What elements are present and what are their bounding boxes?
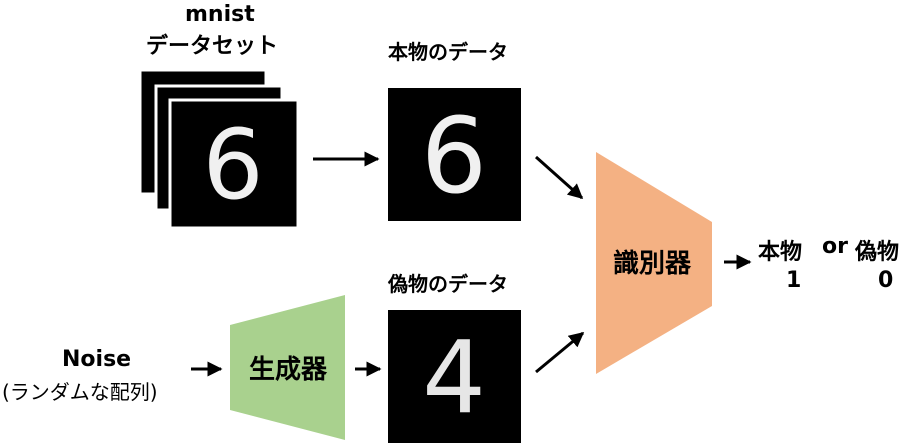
fake-data-image: 4 xyxy=(388,310,521,443)
real-digit: 6 xyxy=(421,95,487,217)
generator-label: 生成器 xyxy=(249,355,328,385)
real-data-image: 6 xyxy=(388,88,521,221)
noise-subtitle: (ランダムな配列) xyxy=(2,380,158,404)
output-or-label: or xyxy=(822,234,848,259)
output-real-label: 本物 xyxy=(758,240,803,265)
real-data-label: 本物のデータ xyxy=(388,40,508,64)
dataset-title-line1: mnist xyxy=(185,2,255,27)
output-real-value: 1 xyxy=(786,268,802,293)
noise-label: Noise xyxy=(62,347,132,372)
discriminator-shape xyxy=(596,152,712,374)
dataset-digit: 6 xyxy=(202,109,263,221)
generator-shape xyxy=(230,295,345,440)
discriminator-label: 識別器 xyxy=(613,249,692,279)
dataset-stack: 6 xyxy=(138,68,300,230)
arrow-real-to-discriminator xyxy=(535,155,584,200)
output-fake-value: 0 xyxy=(878,268,894,293)
fake-data-label: 偽物のデータ xyxy=(388,272,508,296)
fake-digit: 4 xyxy=(422,319,486,436)
dataset-title-line2: データセット xyxy=(146,34,279,59)
output-fake-label: 偽物 xyxy=(855,240,900,265)
arrow-fake-to-discriminator xyxy=(535,331,585,374)
